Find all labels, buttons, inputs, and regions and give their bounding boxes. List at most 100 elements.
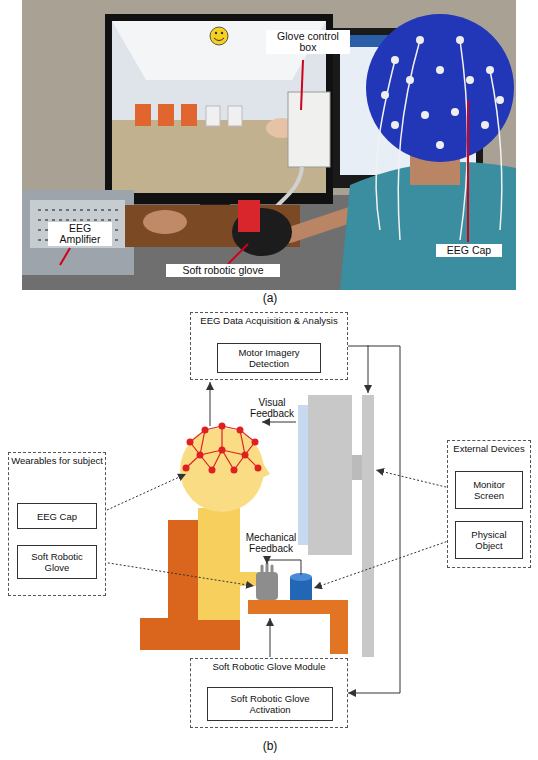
electrode-network: [186, 426, 258, 470]
leader-line: [60, 248, 70, 265]
process-box: Soft Robotic Glove Activation: [207, 687, 333, 721]
electrode: [183, 465, 190, 472]
photo-background: [22, 0, 516, 290]
feedback-label: Mechanical Feedback: [240, 532, 302, 554]
electrode: [436, 141, 444, 149]
visual-feedback-arrow: [262, 422, 296, 423]
group-box: Soft Robotic Glove ModuleSoft Robotic Gl…: [190, 658, 348, 728]
electrode: [219, 447, 226, 454]
electrode: [416, 36, 424, 44]
right-arm: [290, 215, 350, 235]
leader-line: [301, 60, 303, 110]
electrode: [436, 66, 444, 74]
chair-seat: [140, 618, 240, 650]
schematic: [96, 345, 454, 657]
wearable-pointer: [96, 474, 186, 515]
smiley-eye: [215, 32, 217, 34]
group-title: Wearables for subject: [9, 453, 105, 466]
photo-callout: Glove control box: [266, 30, 350, 54]
leader-line: [467, 100, 469, 242]
box-text: EEG Cap: [35, 511, 79, 522]
group-title: Soft Robotic Glove Module: [191, 659, 347, 672]
photo-callout: EEG Amplifier: [48, 222, 112, 246]
chair-back: [168, 520, 198, 620]
group-box: EEG Data Acquisition & AnalysisMotor Ima…: [190, 312, 348, 380]
photo-callout: EEG Cap: [436, 244, 502, 257]
monitor-pole: [362, 395, 374, 657]
smiley-face: [210, 27, 228, 45]
electrode: [187, 439, 194, 446]
virtual-cylinder: [228, 106, 242, 126]
glove-fingers: [262, 564, 272, 572]
group-title: EEG Data Acquisition & Analysis: [191, 313, 347, 326]
monitor-display: [298, 405, 308, 545]
group-box: Wearables for subjectEEG CapSoft Robotic…: [8, 452, 106, 596]
mechanical-feedback-arrow: [267, 560, 301, 575]
panel-label: (a): [250, 293, 290, 304]
electrode: [252, 439, 259, 446]
virtual-cylinder: [158, 104, 174, 126]
table-top: [248, 600, 348, 614]
electrode: [237, 427, 244, 434]
signal-arrow: [210, 382, 211, 426]
process-box: Monitor Screen: [455, 471, 523, 509]
glove-hand: [256, 572, 278, 600]
device-pointer: [376, 470, 454, 489]
electrode: [197, 452, 204, 459]
photo-callout: Soft robotic glove: [166, 264, 280, 277]
electrode: [231, 467, 238, 474]
box-text: Soft Robotic Glove: [18, 551, 96, 573]
photo: [22, 0, 516, 290]
electrode: [486, 66, 494, 74]
table-leg: [330, 614, 348, 654]
electrode: [391, 121, 399, 129]
electrode: [456, 36, 464, 44]
electrode: [496, 96, 504, 104]
box-text: Soft Robotic Glove Activation: [208, 693, 332, 715]
electrode: [481, 121, 489, 129]
left-hand: [143, 210, 187, 234]
smiley-mouth: [214, 38, 224, 41]
group-box: External DevicesMonitor ScreenPhysical O…: [447, 440, 531, 568]
process-box: Motor Imagery Detection: [217, 343, 321, 373]
box-text: Physical Object: [456, 529, 522, 551]
virtual-cylinder: [135, 104, 151, 126]
device-pointer: [314, 539, 454, 588]
panel-label: (b): [250, 741, 290, 752]
electrode: [209, 467, 216, 474]
eeg-amplifier: [22, 190, 134, 275]
box-text: Motor Imagery Detection: [218, 347, 320, 369]
virtual-cylinder: [181, 104, 197, 126]
electrode: [421, 111, 429, 119]
electrode-wires: [376, 40, 502, 240]
electrode: [406, 76, 414, 84]
electrode: [255, 465, 262, 472]
process-box: Physical Object: [455, 521, 523, 559]
feedback-label: Visual Feedback: [246, 397, 298, 419]
subject-torso: [198, 508, 240, 620]
monitor-neck: [352, 455, 362, 480]
electrode: [391, 56, 399, 64]
wearable-pointer: [96, 561, 254, 586]
virtual-cylinder: [206, 106, 220, 126]
amplifier-panel: [30, 200, 125, 248]
control-connector: [348, 346, 400, 693]
leader-line: [228, 244, 248, 264]
group-title: External Devices: [448, 441, 530, 454]
process-box: Soft Robotic Glove: [17, 545, 97, 579]
electrode: [466, 76, 474, 84]
glove-control-box: [288, 92, 330, 167]
subject-nose: [262, 462, 270, 478]
electrode: [381, 91, 389, 99]
process-box: EEG Cap: [17, 503, 97, 529]
electrode: [202, 427, 209, 434]
grasped-object: [238, 200, 260, 232]
display-arrow: [368, 345, 369, 393]
electrode: [219, 423, 226, 430]
smiley-eye: [221, 32, 223, 34]
monitor-body: [308, 395, 352, 555]
electrode: [451, 108, 459, 116]
